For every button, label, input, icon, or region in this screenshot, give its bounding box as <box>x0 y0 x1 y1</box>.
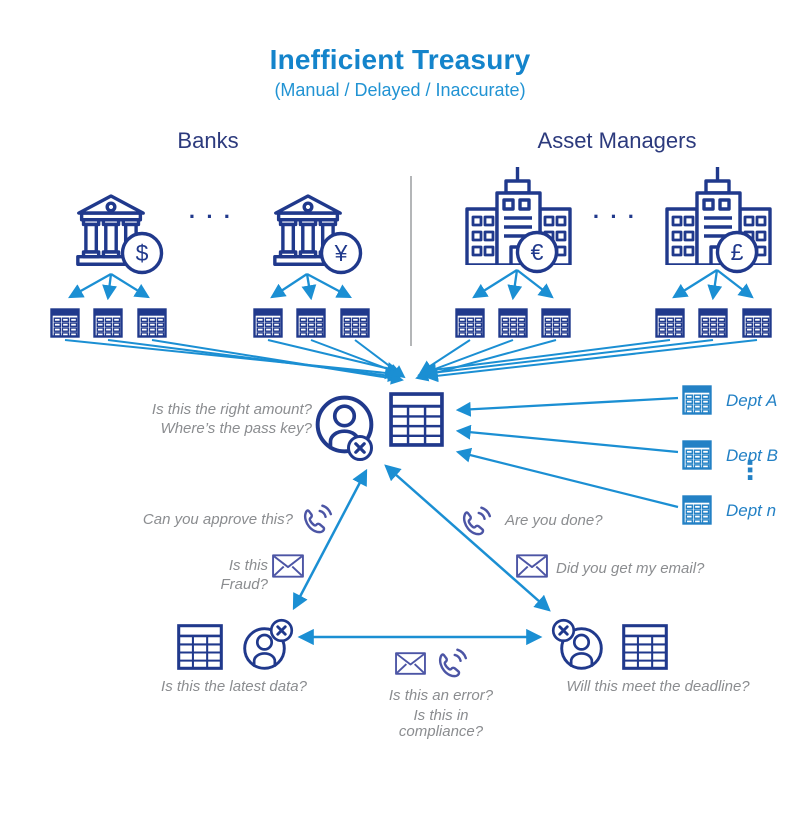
dollar-coin-icon: $ <box>120 231 164 275</box>
page-title: Inefficient Treasury <box>269 44 531 75</box>
dept-spreadsheet-icon <box>682 495 712 525</box>
question-fraud: Is this Fraud? <box>170 556 268 594</box>
question-done: Are you done? <box>505 512 603 529</box>
yen-coin-icon: ¥ <box>319 231 363 275</box>
asset-managers-label: Asset Managers <box>537 128 697 153</box>
spreadsheet-icon <box>93 308 123 338</box>
dept-spreadsheet-icon <box>682 440 712 470</box>
dept-arrows <box>455 396 679 509</box>
question-deadline: Will this meet the deadline? <box>566 678 750 695</box>
email-icon <box>395 652 426 675</box>
question-error: Is this an error? <box>388 687 494 704</box>
dept-b-label: Dept B <box>726 446 778 465</box>
spreadsheet-icon <box>622 624 668 670</box>
question-passkey: Where’s the pass key? <box>160 420 312 437</box>
phone-icon <box>431 646 469 684</box>
page-subtitle: (Manual / Delayed / Inaccurate) <box>274 80 526 100</box>
spreadsheet-icon <box>655 308 685 338</box>
spreadsheet-icon <box>541 308 571 338</box>
question-email: Did you get my email? <box>556 560 705 577</box>
spreadsheet-icon <box>50 308 80 338</box>
question-compliance-line2: compliance? <box>398 723 484 740</box>
phone-icon <box>455 504 493 542</box>
pound-coin-icon: £ <box>715 230 759 274</box>
converging-arrows <box>64 339 758 385</box>
bank-fan-arrows <box>68 269 754 301</box>
communication-arrows <box>292 464 551 646</box>
question-compliance: Is this in compliance? <box>351 708 531 740</box>
spreadsheet-icon <box>455 308 485 338</box>
svg-text:¥: ¥ <box>334 240 348 266</box>
question-amount-passkey: Is this the right amount? Where’s the pa… <box>90 400 312 438</box>
spreadsheet-icon <box>253 308 283 338</box>
error-badge-icon <box>346 434 374 462</box>
dept-a-label: Dept A <box>726 391 778 410</box>
spreadsheet-icon <box>498 308 528 338</box>
email-icon <box>516 554 548 578</box>
error-badge-icon <box>269 618 294 643</box>
question-fraud-line2: Fraud? <box>220 576 268 593</box>
question-amount: Is this the right amount? <box>151 401 312 418</box>
dept-ellipsis: ⋮ <box>737 455 763 485</box>
spreadsheet-icon <box>742 308 772 338</box>
email-icon <box>272 554 304 578</box>
euro-coin-icon: € <box>515 230 559 274</box>
svg-text:$: $ <box>136 240 149 266</box>
question-approve: Can you approve this? <box>142 511 293 528</box>
spreadsheet-icon <box>698 308 728 338</box>
svg-text:£: £ <box>731 239 744 265</box>
spreadsheet-icon <box>177 624 223 670</box>
dept-spreadsheet-icon <box>682 385 712 415</box>
asset-managers-ellipsis: · · · <box>592 204 638 229</box>
error-badge-icon <box>551 618 576 643</box>
spreadsheet-icon <box>296 308 326 338</box>
spreadsheet-icon <box>137 308 167 338</box>
banks-ellipsis: · · · <box>188 204 234 229</box>
question-fraud-line1: Is this <box>228 557 268 574</box>
svg-text:€: € <box>531 239 544 265</box>
phone-icon <box>296 502 334 540</box>
banks-label: Banks <box>177 128 239 153</box>
dept-n-label: Dept n <box>726 501 777 520</box>
question-compliance-line1: Is this in <box>413 707 469 724</box>
question-latest: Is this the latest data? <box>161 678 307 695</box>
central-spreadsheet-icon <box>389 392 444 447</box>
spreadsheet-icon <box>340 308 370 338</box>
